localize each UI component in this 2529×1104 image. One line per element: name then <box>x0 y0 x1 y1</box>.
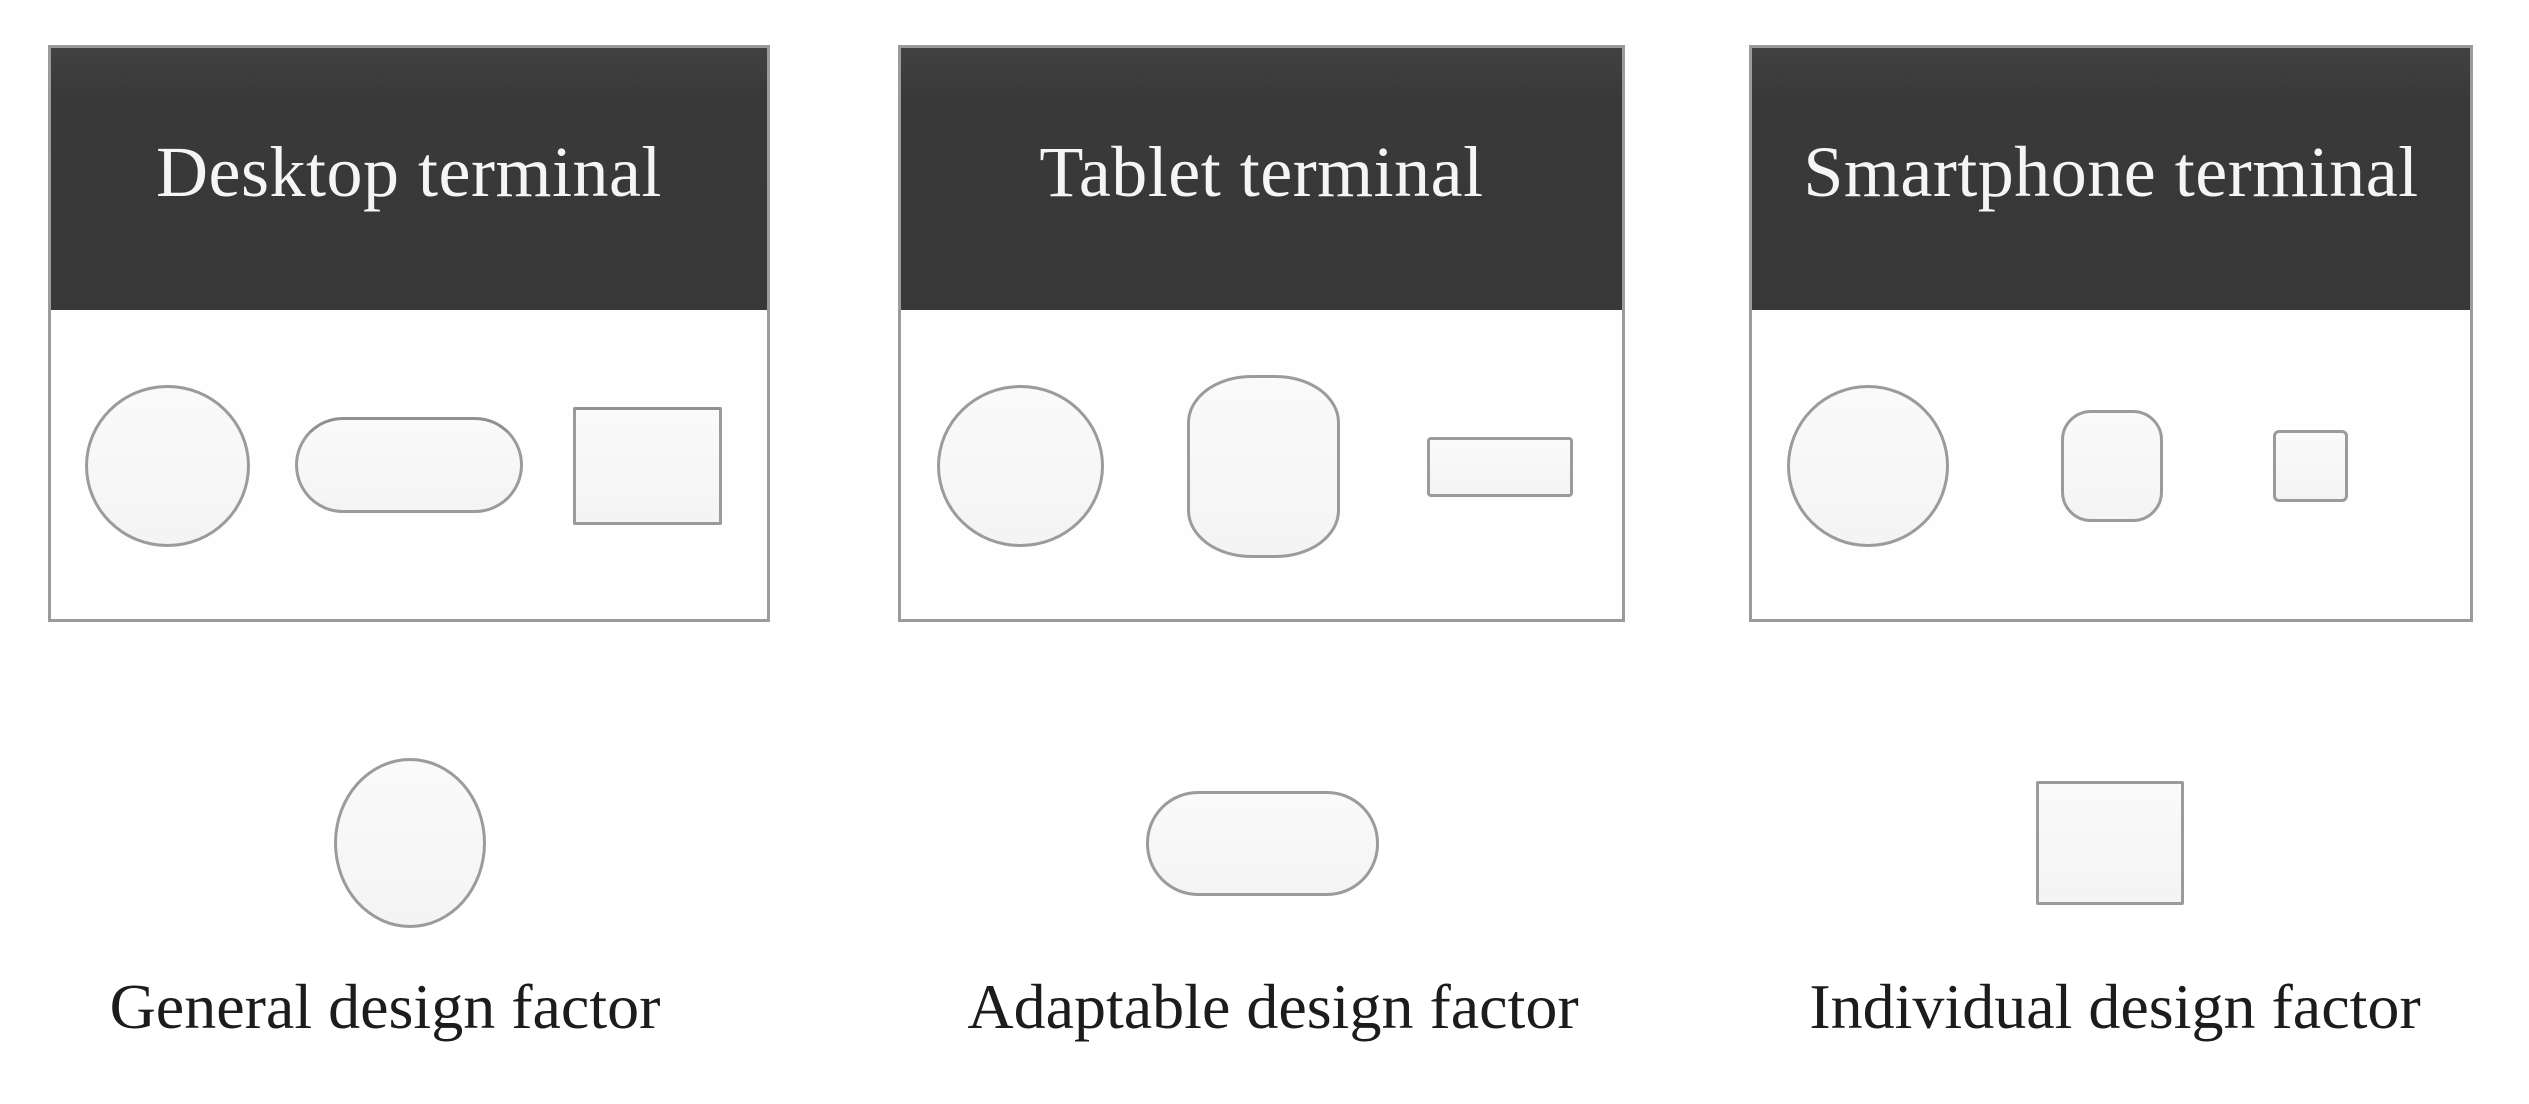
desktop-terminal-title: Desktop terminal <box>156 132 662 212</box>
individual-design-factor-square-smartphone <box>2273 430 2348 502</box>
adaptable-design-factor-squircle-smartphone <box>2061 410 2163 522</box>
desktop-terminal-header: Desktop terminal <box>51 48 767 310</box>
desktop-terminal-panel: Desktop terminal <box>48 45 770 622</box>
legend-individual-design-factor-square <box>2036 781 2184 905</box>
smartphone-terminal-header: Smartphone terminal <box>1752 48 2470 310</box>
general-design-factor-circle-smartphone <box>1787 385 1949 547</box>
legend-label-adaptable: Adaptable design factor <box>967 971 1579 1042</box>
tablet-terminal-panel: Tablet terminal <box>898 45 1625 622</box>
adaptable-design-factor-pill-desktop <box>295 417 523 513</box>
legend-general-design-factor-ellipse <box>334 758 486 928</box>
tablet-terminal-title: Tablet terminal <box>1039 132 1484 212</box>
smartphone-terminal-panel: Smartphone terminal <box>1749 45 2473 622</box>
desktop-terminal-body <box>51 310 767 619</box>
tablet-terminal-header: Tablet terminal <box>901 48 1622 310</box>
legend-label-general: General design factor <box>109 971 661 1042</box>
smartphone-terminal-body <box>1752 310 2470 619</box>
general-design-factor-circle-tablet <box>937 385 1104 547</box>
individual-design-factor-rect-tablet <box>1427 437 1573 497</box>
general-design-factor-circle-desktop <box>85 385 250 547</box>
adaptable-design-factor-barrel-tablet <box>1187 375 1340 558</box>
smartphone-terminal-title: Smartphone terminal <box>1803 132 2419 212</box>
legend-adaptable-design-factor-pill <box>1146 791 1379 896</box>
legend-label-individual: Individual design factor <box>1809 971 2421 1042</box>
individual-design-factor-rect-desktop <box>573 407 722 525</box>
tablet-terminal-body <box>901 310 1622 619</box>
